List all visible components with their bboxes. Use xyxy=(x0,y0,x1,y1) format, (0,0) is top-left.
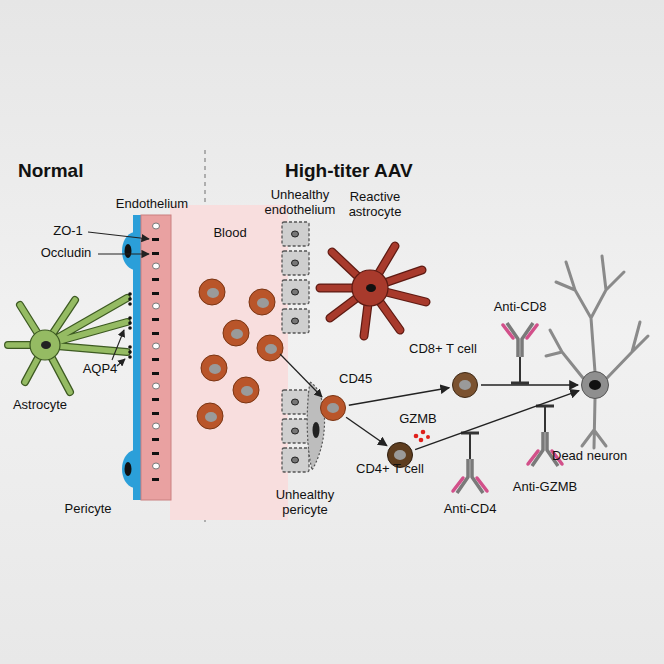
antibody-label: Anti-GZMB xyxy=(513,480,577,495)
cell-label: Reactive astrocyte xyxy=(335,190,415,220)
panel-heading: Normal xyxy=(18,160,83,182)
cell-label: Dead neuron xyxy=(552,449,627,464)
arrow-connector xyxy=(481,384,578,385)
cell-label: Unhealthy endothelium xyxy=(254,188,346,218)
nucleus xyxy=(394,450,406,460)
molecule-label: GZMB xyxy=(399,412,437,427)
protein-label: ZO-1 xyxy=(53,224,83,239)
antibody-label: Anti-CD8 xyxy=(494,300,547,315)
cell-label: Pericyte xyxy=(65,502,112,517)
nucleus xyxy=(459,380,471,390)
cell-label: CD4+ T cell xyxy=(356,462,424,477)
arrow-connector xyxy=(349,388,449,406)
cell-label: CD8+ T cell xyxy=(409,342,477,357)
t-cell: CD8+ T cell xyxy=(452,372,478,398)
nucleus xyxy=(327,403,339,413)
neuron-soma: Dead neuron xyxy=(581,371,609,399)
protein-label: AQP4 xyxy=(83,362,118,377)
region-label: Blood xyxy=(213,226,246,241)
arrow-connector xyxy=(346,417,387,446)
nucleus xyxy=(589,380,601,390)
cell-label: CD45 xyxy=(339,372,372,387)
panel-heading: High-titer AAV xyxy=(285,160,413,182)
antibody-label: Anti-CD4 xyxy=(444,502,497,517)
t-cell: CD4+ T cell xyxy=(387,442,413,468)
protein-label: Occludin xyxy=(41,246,92,261)
cell-label: Astrocyte xyxy=(13,398,67,413)
cell-label: Unhealthy pericyte xyxy=(265,488,345,518)
arrow-connector xyxy=(415,391,579,450)
structure-label: Endothelium xyxy=(116,197,188,212)
cd45-cell: CD45 xyxy=(320,395,346,421)
